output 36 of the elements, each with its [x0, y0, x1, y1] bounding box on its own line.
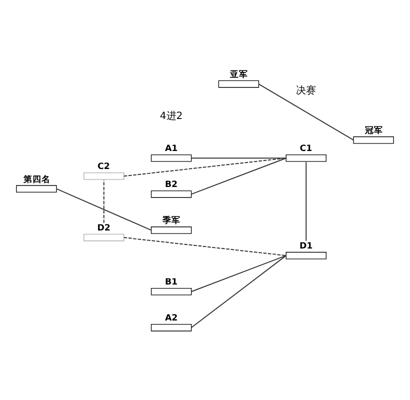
node-box [84, 233, 124, 241]
connector [123, 157, 287, 176]
node-box [84, 172, 124, 180]
connector [306, 161, 307, 241]
node-label: 冠军 [364, 126, 383, 136]
node-label: A1 [164, 144, 178, 154]
connector [103, 179, 104, 223]
node-box [150, 190, 192, 198]
node-box [16, 184, 57, 192]
node-label: D2 [97, 222, 110, 233]
node-label: 第四名 [23, 174, 50, 184]
node-label: 季军 [162, 216, 181, 226]
connector [258, 83, 354, 140]
label: 决赛 [296, 85, 316, 96]
node-box [353, 136, 394, 144]
connector [190, 157, 287, 194]
node-label: C1 [300, 144, 312, 154]
node-box [150, 323, 192, 331]
node-label: 亚军 [230, 69, 248, 80]
node-box [286, 154, 326, 162]
node-label: C2 [98, 162, 110, 172]
connector [123, 236, 287, 256]
node-box [150, 287, 192, 295]
connector [190, 157, 287, 158]
connector [190, 254, 287, 328]
node-label: A2 [164, 313, 178, 324]
node-box [218, 80, 260, 88]
node-box [150, 154, 192, 162]
label: 4进2 [160, 110, 183, 122]
node-label: D1 [299, 240, 313, 251]
connector [56, 188, 152, 230]
node-box [150, 226, 192, 234]
node-box [286, 251, 326, 259]
node-label: B2 [164, 180, 178, 190]
connector [190, 254, 287, 292]
node-label: B1 [164, 277, 178, 288]
